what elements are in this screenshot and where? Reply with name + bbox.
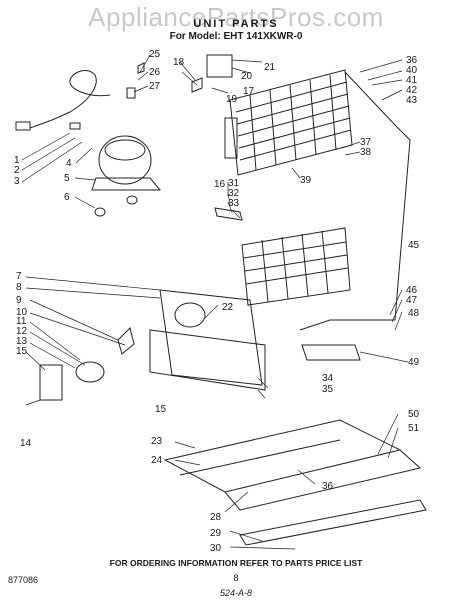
callout-8: 8 [16,282,22,293]
callout-40: 40 [406,65,418,76]
callout-35: 35 [322,384,334,395]
callout-7: 7 [16,271,22,282]
power-cord [29,70,111,129]
callout-32: 32 [228,188,240,199]
callout-26: 26 [149,67,161,78]
timer-mount [191,77,203,93]
callout-39: 39 [300,175,312,186]
evaporator-coil [241,227,351,306]
page-number: 8 [233,573,239,583]
condenser-tube [299,71,411,331]
callout-9: 9 [16,295,22,306]
terminal-block [69,122,81,130]
callout-49: 49 [408,357,420,368]
callout-45: 45 [408,240,420,251]
callout-2: 2 [14,165,20,176]
callout-13: 13 [16,336,28,347]
callout-24: 24 [151,455,163,466]
ordering-note: FOR ORDERING INFORMATION REFER TO PARTS … [109,558,363,568]
drain-pan [301,344,361,361]
handwritten-code: 524-A-8 [219,588,253,598]
fan-motor [75,361,105,383]
frame-rails [163,419,427,546]
callout-33: 33 [228,198,240,209]
watermark: AppliancePartsPros.com [88,2,384,32]
callout-14: 14 [20,438,32,449]
fan-blade [117,327,135,355]
accumulator [214,207,243,221]
relay [126,87,136,99]
callout-16: 16 [214,179,226,190]
callout-17: 17 [243,86,255,97]
grommet [94,207,106,217]
callout-34: 34 [322,373,334,384]
callout-51: 51 [408,423,420,434]
callout-15b: 15 [155,404,167,415]
callout-5: 5 [64,173,70,184]
callout-12: 12 [16,326,28,337]
callout-4: 4 [66,158,72,169]
compressor-base [91,177,162,191]
callout-31: 31 [228,178,240,189]
callout-48: 48 [408,308,420,319]
callout-10: 10 [16,307,28,318]
cord-plug [15,121,31,131]
condenser-bracket [224,117,238,159]
callout-3: 3 [14,176,20,187]
shroud-opening [174,302,206,328]
callout-1: 1 [14,155,20,166]
compressor-body [98,135,152,185]
callout-36b: 36 [322,481,334,492]
callout-38: 38 [360,147,372,158]
callout-6: 6 [64,192,70,203]
callout-36a: 36 [406,55,418,66]
callout-46: 46 [406,285,418,296]
callout-41: 41 [406,75,418,86]
callout-15a: 15 [16,346,28,357]
callout-21: 21 [264,62,276,73]
callout-23: 23 [151,436,163,447]
callout-11: 11 [16,316,27,327]
callout-18: 18 [173,57,185,68]
compressor-top [104,139,146,161]
base-pan [149,329,266,391]
callout-25: 25 [149,49,161,60]
callout-47: 47 [406,295,418,306]
callout-20: 20 [241,71,253,82]
callout-30: 30 [210,543,222,554]
callout-37: 37 [360,137,372,148]
grommet-2 [126,195,138,205]
figure-code: 877086 [8,575,39,585]
leader-lines [21,54,409,550]
callout-43: 43 [406,95,418,106]
callout-27: 27 [149,81,161,92]
overload [137,62,145,74]
model-line: For Model: EHT 141XKWR-0 [169,31,303,42]
callout-28: 28 [210,512,222,523]
callout-22: 22 [222,302,234,313]
defrost-timer [206,54,233,78]
callout-42: 42 [406,85,418,96]
callout-29: 29 [210,528,222,539]
callout-19: 19 [226,94,238,105]
motor-bracket [39,364,63,401]
page-title: UNIT PARTS [193,18,279,30]
callout-labels: 1 2 3 4 5 6 7 8 9 10 11 12 13 14 15 15 1… [14,49,420,554]
callout-50: 50 [408,409,420,420]
fan-shroud [159,289,263,386]
